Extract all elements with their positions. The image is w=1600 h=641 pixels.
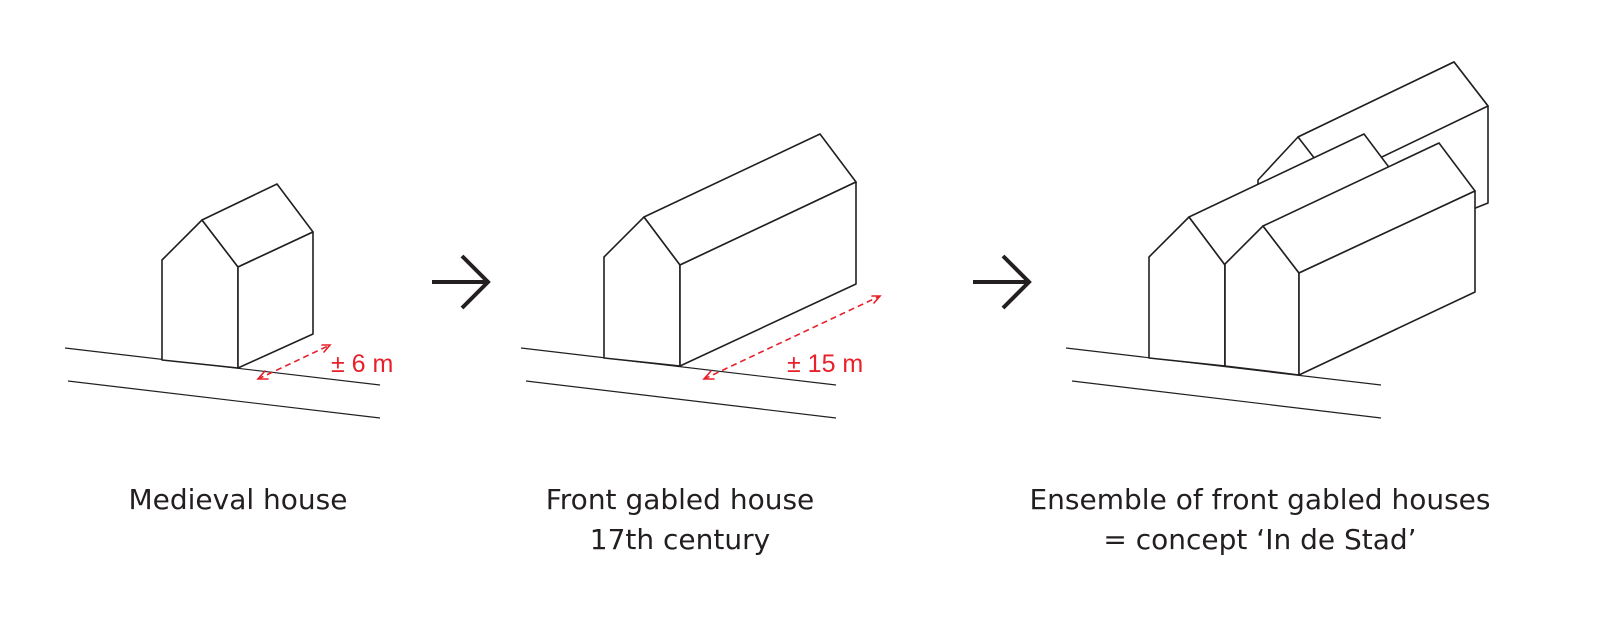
dimension-label-6m: ± 6 m (331, 350, 393, 378)
caption-line: Medieval house (128, 483, 348, 516)
dimension-arrow-6m (256, 344, 332, 380)
medieval-house-group: ± 6 m (64, 183, 393, 419)
caption-front-gabled-house: Front gabled house 17th century (502, 480, 858, 560)
caption-ensemble: Ensemble of front gabled houses = concep… (990, 480, 1530, 560)
dimension-arrow-15m (702, 295, 882, 380)
front-gabled-house-group: ± 15 m (520, 133, 882, 419)
street-line-lower (525, 380, 837, 419)
caption-line: = concept ‘In de Stad’ (1103, 523, 1417, 556)
street-line-lower (1071, 380, 1382, 419)
medieval-house (161, 183, 314, 369)
dimension-label-15m: ± 15 m (787, 350, 863, 378)
street-line-lower (67, 380, 381, 419)
ensemble-group (1065, 61, 1489, 419)
front-gabled-house (603, 133, 857, 367)
caption-line: Ensemble of front gabled houses (1029, 483, 1491, 516)
ensemble-front-house (1224, 142, 1476, 376)
caption-line: 17th century (589, 523, 771, 556)
right-arrow-icon (432, 254, 491, 310)
caption-medieval-house: Medieval house (80, 480, 396, 520)
right-arrow-icon (973, 254, 1032, 310)
caption-line: Front gabled house (545, 483, 815, 516)
